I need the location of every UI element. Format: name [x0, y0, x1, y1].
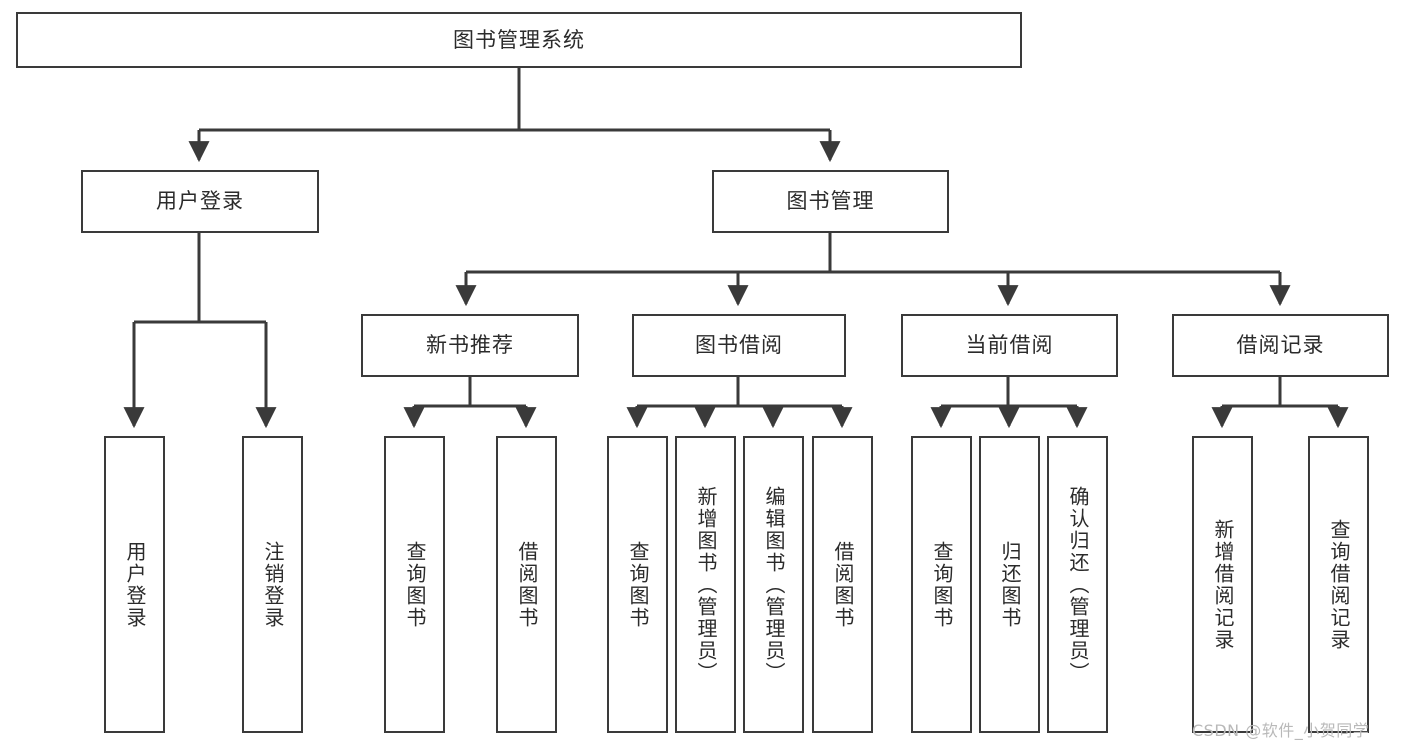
leaf-query-book-borrow[interactable]: 查询图书	[607, 436, 668, 733]
leaf-query-book-new-label: 查询图书	[403, 540, 427, 629]
leaf-logout[interactable]: 注销登录	[242, 436, 303, 733]
leaf-return-book-label: 归还图书	[998, 540, 1022, 629]
leaf-query-borrow-record[interactable]: 查询借阅记录	[1308, 436, 1369, 733]
leaf-confirm-return-admin[interactable]: 确认归还（管理员）	[1047, 436, 1108, 733]
leaf-query-book-current[interactable]: 查询图书	[911, 436, 972, 733]
leaf-query-book-new[interactable]: 查询图书	[384, 436, 445, 733]
node-root[interactable]: 图书管理系统	[16, 12, 1022, 68]
leaf-logout-label: 注销登录	[261, 540, 285, 629]
leaf-edit-book-admin-label: 编辑图书（管理员）	[762, 485, 786, 684]
leaf-query-borrow-record-label: 查询借阅记录	[1327, 518, 1351, 651]
node-user-login[interactable]: 用户登录	[81, 170, 319, 233]
leaf-query-book-borrow-label: 查询图书	[626, 540, 650, 629]
node-book-management[interactable]: 图书管理	[712, 170, 949, 233]
node-book-borrow[interactable]: 图书借阅	[632, 314, 846, 377]
node-new-book-recommend-label: 新书推荐	[426, 333, 514, 358]
leaf-add-borrow-record-label: 新增借阅记录	[1211, 518, 1235, 651]
leaf-borrow-book[interactable]: 借阅图书	[812, 436, 873, 733]
node-user-login-label: 用户登录	[156, 189, 244, 214]
node-root-label: 图书管理系统	[453, 27, 585, 52]
node-current-borrow-label: 当前借阅	[965, 333, 1054, 358]
leaf-edit-book-admin[interactable]: 编辑图书（管理员）	[743, 436, 804, 733]
leaf-add-book-admin-label: 新增图书（管理员）	[694, 485, 718, 684]
leaf-borrow-book-label: 借阅图书	[831, 540, 855, 629]
node-current-borrow[interactable]: 当前借阅	[901, 314, 1118, 377]
csdn-watermark: CSDN @软件_小贺同学	[1192, 721, 1370, 740]
leaf-return-book[interactable]: 归还图书	[979, 436, 1040, 733]
node-new-book-recommend[interactable]: 新书推荐	[361, 314, 579, 377]
leaf-borrow-book-new-label: 借阅图书	[515, 540, 539, 629]
leaf-confirm-return-admin-label: 确认归还（管理员）	[1066, 485, 1090, 684]
leaf-add-borrow-record[interactable]: 新增借阅记录	[1192, 436, 1253, 733]
leaf-add-book-admin[interactable]: 新增图书（管理员）	[675, 436, 736, 733]
node-book-borrow-label: 图书借阅	[695, 333, 783, 358]
leaf-borrow-book-new[interactable]: 借阅图书	[496, 436, 557, 733]
leaf-user-login[interactable]: 用户登录	[104, 436, 165, 733]
node-book-management-label: 图书管理	[786, 189, 875, 214]
leaf-user-login-label: 用户登录	[123, 540, 147, 629]
node-borrow-records-label: 借阅记录	[1236, 333, 1325, 358]
node-borrow-records[interactable]: 借阅记录	[1172, 314, 1389, 377]
leaf-query-book-current-label: 查询图书	[930, 540, 954, 629]
